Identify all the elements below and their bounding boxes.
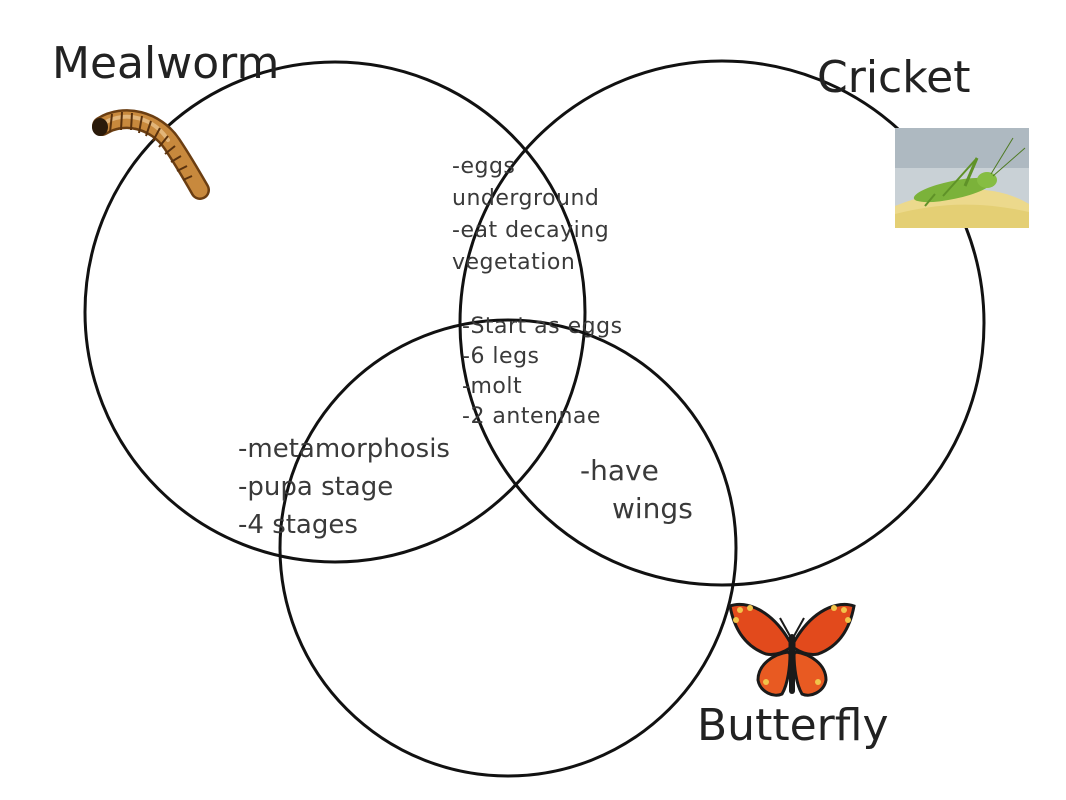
trait-item: vegetation bbox=[452, 250, 576, 275]
cricket-title: Cricket bbox=[817, 52, 971, 103]
mealworm-title: Mealworm bbox=[52, 38, 280, 89]
butterfly-circle bbox=[278, 318, 738, 778]
trait-item: -6 legs bbox=[462, 344, 540, 369]
trait-item: -pupa stage bbox=[238, 472, 394, 502]
cricket-photo bbox=[895, 128, 1029, 228]
butterfly-title: Butterfly bbox=[697, 700, 889, 751]
trait-item: -eat decaying bbox=[452, 218, 610, 243]
trait-item: -have bbox=[580, 454, 659, 487]
trait-item: -4 stages bbox=[238, 510, 358, 540]
trait-item: wings bbox=[612, 492, 693, 525]
cricket-circle bbox=[458, 59, 986, 587]
trait-item: -eggs bbox=[452, 154, 516, 179]
trait-item: -molt bbox=[462, 374, 523, 399]
mealworm-circle bbox=[83, 60, 587, 564]
trait-item: -2 antennae bbox=[462, 404, 601, 429]
butterfly-picture bbox=[728, 602, 856, 697]
trait-item: -Start as eggs bbox=[462, 314, 623, 339]
shared-traits-all: -Start as eggs -6 legs -molt -2 antennae bbox=[462, 312, 623, 432]
mealworm-picture bbox=[92, 109, 210, 200]
mealworm-cricket-traits: -eggs underground -eat decaying vegetati… bbox=[452, 151, 609, 279]
mealworm-butterfly-traits: -metamorphosis -pupa stage -4 stages bbox=[238, 430, 450, 544]
cricket-butterfly-traits: -have wings bbox=[580, 452, 693, 528]
trait-item: -metamorphosis bbox=[238, 434, 450, 464]
trait-item: underground bbox=[452, 186, 600, 211]
